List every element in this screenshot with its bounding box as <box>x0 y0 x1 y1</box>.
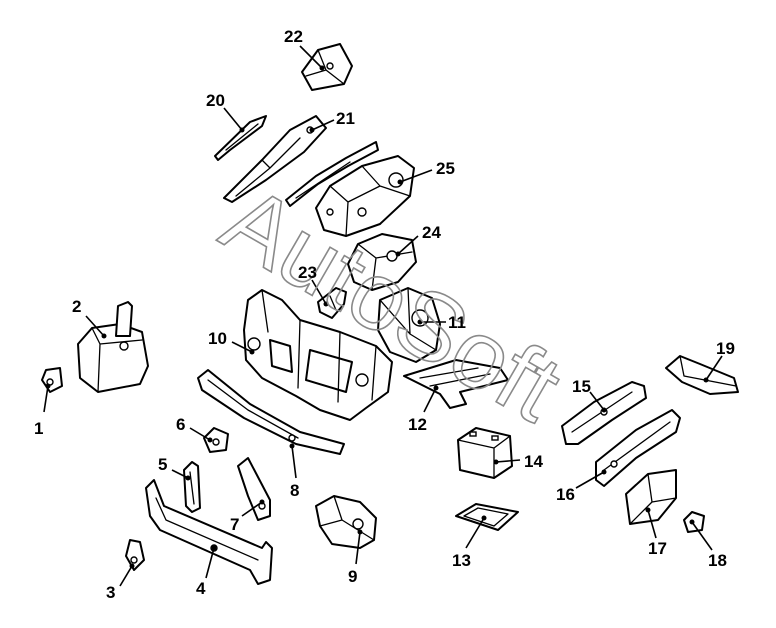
part-10 <box>243 289 393 421</box>
part-5 <box>183 461 201 513</box>
callout-4: 4 <box>196 579 206 598</box>
callout-14: 14 <box>524 452 543 471</box>
part-7 <box>237 457 271 521</box>
callout-7: 7 <box>230 515 239 534</box>
part-12 <box>403 359 509 409</box>
callout-16: 16 <box>556 485 575 504</box>
callout-21: 21 <box>336 109 355 128</box>
part-6 <box>203 427 229 453</box>
callout-17: 17 <box>648 539 667 558</box>
callout-12: 12 <box>408 415 427 434</box>
callout-13: 13 <box>452 551 471 570</box>
leader-lines <box>43 45 723 587</box>
part-24 <box>347 233 417 291</box>
part-1 <box>41 367 63 393</box>
callout-5: 5 <box>158 455 167 474</box>
upper-rail <box>285 141 379 207</box>
callout-8: 8 <box>290 481 299 500</box>
part-22 <box>301 43 353 91</box>
part-17 <box>625 469 677 525</box>
part-14 <box>457 427 513 479</box>
part-20 <box>214 115 267 161</box>
part-13 <box>455 503 519 531</box>
callout-10: 10 <box>208 329 227 348</box>
part-16 <box>595 409 681 487</box>
part-2 <box>77 301 149 393</box>
callout-11: 11 <box>448 313 466 332</box>
callout-labels: 1 2 3 4 5 6 7 8 9 10 11 12 13 14 15 16 1… <box>34 27 735 602</box>
part-19 <box>665 355 739 395</box>
callout-2: 2 <box>72 297 81 316</box>
callout-19: 19 <box>716 339 735 358</box>
callout-24: 24 <box>422 223 441 242</box>
callout-3: 3 <box>106 583 115 602</box>
callout-15: 15 <box>572 377 591 396</box>
callout-23: 23 <box>298 263 317 282</box>
callout-20: 20 <box>206 91 225 110</box>
callout-22: 22 <box>284 27 303 46</box>
part-8 <box>197 369 345 455</box>
part-23 <box>317 287 347 319</box>
callout-9: 9 <box>348 567 357 586</box>
part-9 <box>315 495 377 549</box>
callout-18: 18 <box>708 551 727 570</box>
part-3 <box>125 539 145 571</box>
callout-25: 25 <box>436 159 455 178</box>
callout-6: 6 <box>176 415 185 434</box>
callout-1: 1 <box>34 419 43 438</box>
